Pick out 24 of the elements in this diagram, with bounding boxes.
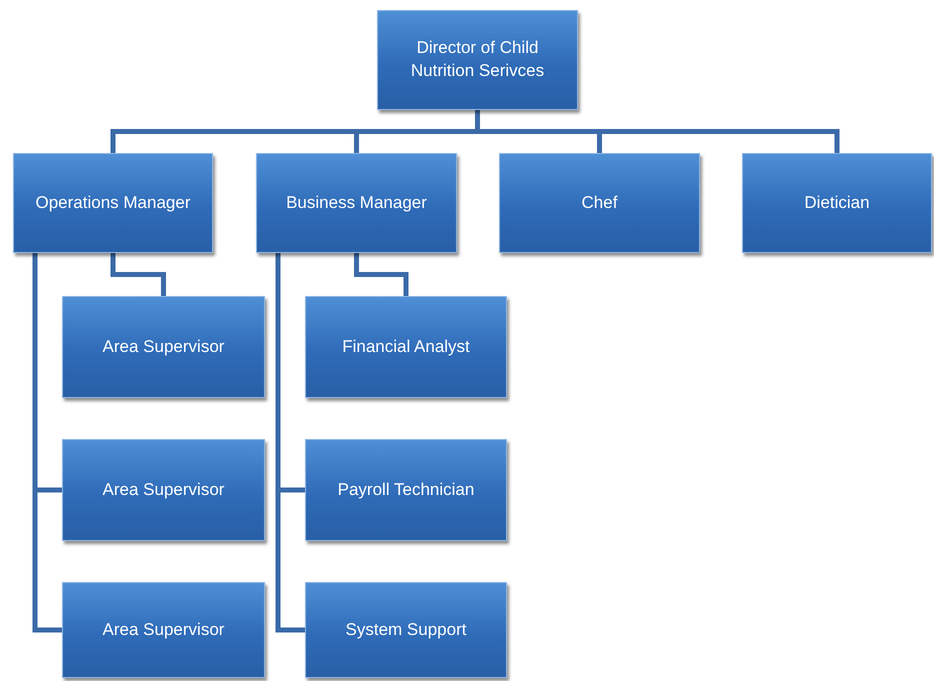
connector-line — [354, 253, 408, 296]
org-box — [377, 10, 578, 110]
role-title: Operations Manager — [36, 192, 190, 214]
org-box — [742, 153, 932, 253]
role-title: Area Supervisor — [102, 478, 224, 501]
role-title: Business Manager — [286, 192, 427, 214]
role-title: System Support — [346, 618, 466, 641]
role-title: Area Supervisor — [102, 618, 224, 641]
role-title: Area Supervisor — [102, 336, 224, 358]
org-box — [62, 439, 265, 541]
org-box — [256, 153, 457, 253]
role-title: Payroll Technician — [338, 478, 474, 501]
org-box — [499, 153, 700, 253]
org-box — [13, 153, 213, 253]
org-box — [305, 439, 507, 541]
org-box — [305, 296, 507, 398]
role-title: Dietician — [804, 192, 870, 214]
org-box — [62, 296, 265, 398]
role-title: Financial Analyst — [342, 336, 470, 358]
role-title: Director of Child Nutrition Serivces — [410, 37, 546, 82]
org-box — [62, 582, 265, 678]
org-box — [305, 582, 507, 678]
role-title: Chef — [582, 192, 618, 214]
connector-line — [110, 253, 166, 296]
